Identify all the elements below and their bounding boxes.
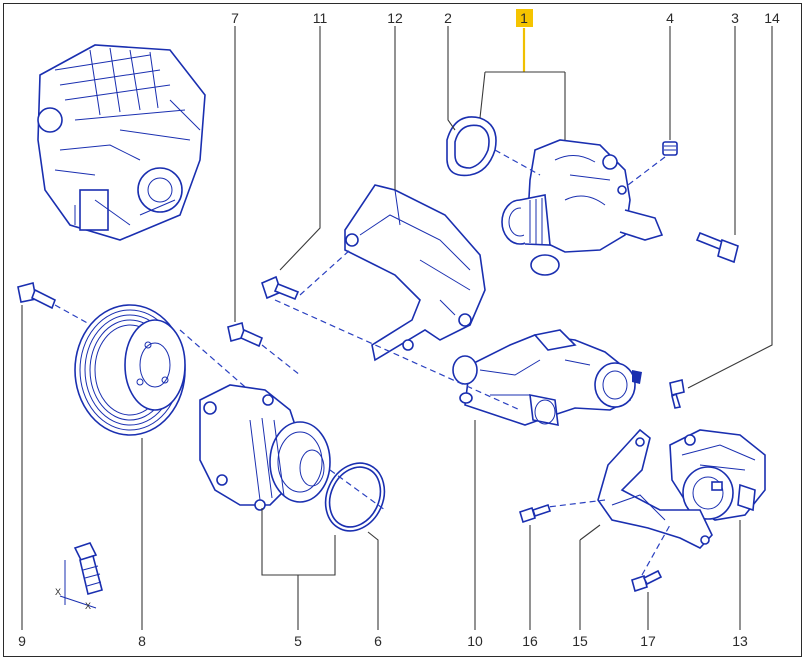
engine-thumbnail [37, 44, 206, 241]
part-9-bolt [17, 282, 57, 310]
torque-icon-label-a: X [55, 587, 61, 597]
part-6-oring [324, 462, 386, 532]
part-17-bolt [631, 569, 663, 593]
part-3-bolt [695, 231, 739, 264]
part-16-bolt [519, 503, 552, 524]
torque-bolt-icon: X X [55, 542, 103, 611]
part-10-water-outlet [452, 329, 642, 427]
part-4-sensor [662, 141, 678, 156]
part-15-bracket-plate [597, 428, 713, 549]
callout-2: 2 [444, 10, 452, 26]
callout-labels: 1 2 3 4 5 6 7 8 9 10 11 12 13 14 15 16 1… [18, 9, 780, 649]
callout-16: 16 [522, 633, 538, 649]
part-5-water-pump [199, 384, 331, 511]
callout-1-highlight [516, 9, 533, 27]
callout-5: 5 [294, 633, 302, 649]
callout-8: 8 [138, 633, 146, 649]
callout-15: 15 [572, 633, 588, 649]
callout-7: 7 [231, 10, 239, 26]
callout-1: 1 [520, 10, 528, 26]
part-7-bolt [227, 321, 264, 348]
part-8-pulley [74, 304, 186, 436]
callout-4: 4 [666, 10, 674, 26]
callout-3: 3 [731, 10, 739, 26]
leader-lines [21, 26, 773, 630]
part-2-gasket [446, 116, 497, 177]
callout-6: 6 [374, 633, 382, 649]
part-13-unit [669, 429, 766, 521]
callout-14: 14 [764, 10, 780, 26]
torque-icon-label-b: X [85, 601, 91, 611]
callout-12: 12 [387, 10, 403, 26]
callout-9: 9 [18, 633, 26, 649]
callout-13: 13 [732, 633, 748, 649]
callout-17: 17 [640, 633, 656, 649]
part-12-bracket [344, 184, 486, 362]
part-11-bolt [261, 275, 300, 301]
callout-10: 10 [467, 633, 483, 649]
part-1-thermostat-housing [501, 139, 664, 276]
part-14-bolt [669, 379, 685, 409]
callout-11: 11 [313, 10, 328, 26]
